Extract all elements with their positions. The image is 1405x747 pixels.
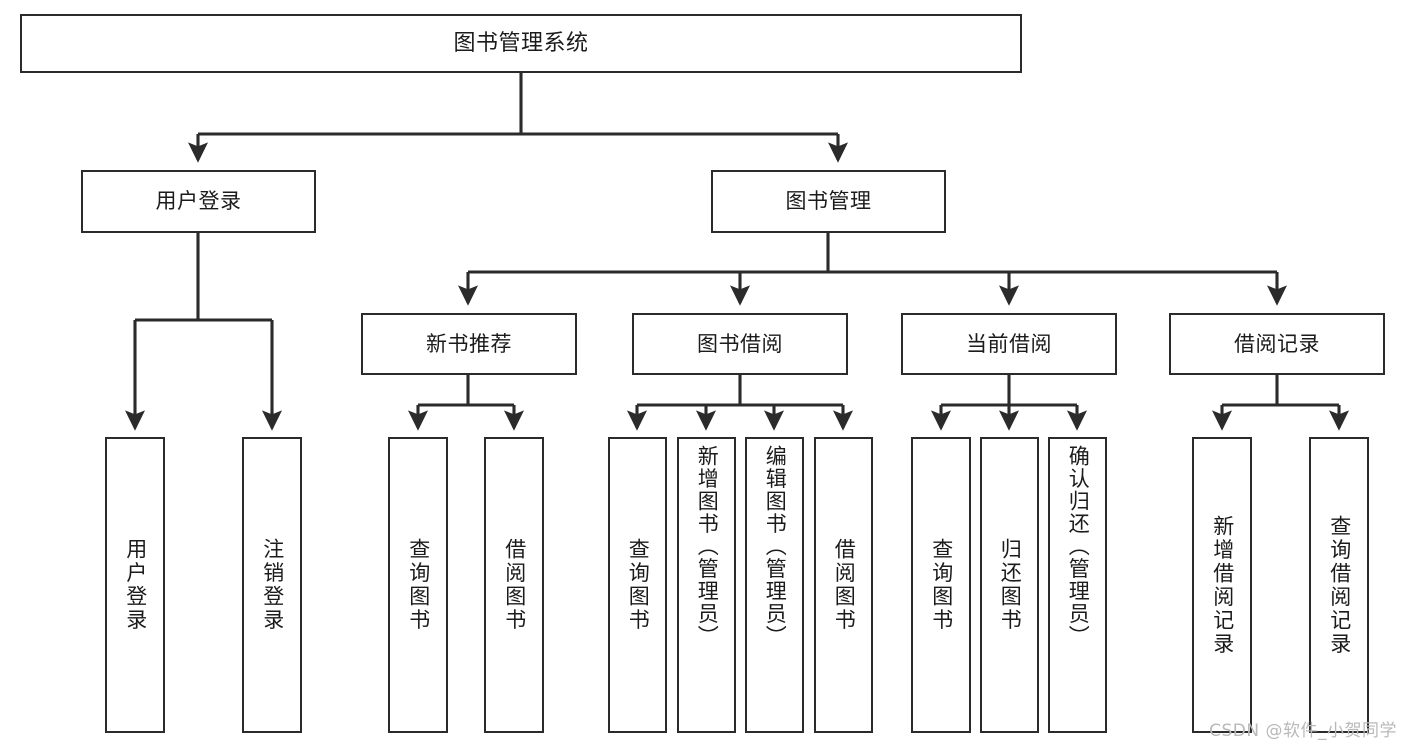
node-label: 图书借阅 — [697, 331, 783, 356]
leaf-recommend-borrow-book[interactable]: 借阅图书 — [484, 437, 544, 733]
node-label: 查询图书 — [626, 538, 651, 632]
csdn-watermark: CSDN @软件_小贺同学 — [1209, 721, 1397, 741]
node-label: 编辑图书（管理员） — [763, 445, 788, 648]
node-label: 确认归还（管理员） — [1066, 445, 1091, 648]
node-label: 注销登录 — [260, 538, 285, 632]
node-label: 新增图书（管理员） — [695, 445, 720, 648]
leaf-user-login-signout[interactable]: 注销登录 — [242, 437, 302, 733]
node-label: 归还图书 — [998, 538, 1023, 632]
node-label: 用户登录 — [155, 189, 242, 214]
node-label: 当前借阅 — [966, 331, 1052, 356]
leaf-current-query-book[interactable]: 查询图书 — [911, 437, 971, 733]
leaf-current-confirm-return-admin[interactable]: 确认归还（管理员） — [1048, 437, 1107, 733]
node-label: 查询图书 — [929, 538, 954, 632]
node-label: 查询图书 — [406, 538, 431, 632]
leaf-borrow-edit-book-admin[interactable]: 编辑图书（管理员） — [745, 437, 804, 733]
node-book-management[interactable]: 图书管理 — [711, 170, 946, 233]
node-label: 查询借阅记录 — [1327, 514, 1352, 656]
leaf-borrow-query-book[interactable]: 查询图书 — [608, 437, 667, 733]
node-borrow-record[interactable]: 借阅记录 — [1169, 313, 1385, 375]
node-label: 借阅图书 — [502, 538, 527, 632]
node-label: 用户登录 — [123, 538, 148, 632]
node-new-book-recommend[interactable]: 新书推荐 — [361, 313, 577, 375]
node-label: 借阅记录 — [1234, 331, 1320, 356]
leaf-current-return-book[interactable]: 归还图书 — [980, 437, 1039, 733]
leaf-recommend-query-book[interactable]: 查询图书 — [388, 437, 448, 733]
node-label: 新增借阅记录 — [1210, 514, 1235, 656]
node-user-login[interactable]: 用户登录 — [81, 170, 316, 233]
leaf-record-add-record[interactable]: 新增借阅记录 — [1192, 437, 1252, 733]
leaf-user-login-signin[interactable]: 用户登录 — [105, 437, 165, 733]
leaf-borrow-borrow-book[interactable]: 借阅图书 — [814, 437, 873, 733]
node-label: 新书推荐 — [426, 331, 512, 356]
node-current-borrow[interactable]: 当前借阅 — [901, 313, 1117, 375]
node-root-system[interactable]: 图书管理系统 — [20, 14, 1022, 73]
node-label: 图书管理 — [785, 189, 872, 214]
node-label: 借阅图书 — [832, 538, 857, 632]
node-label: 图书管理系统 — [453, 30, 589, 56]
leaf-record-query-record[interactable]: 查询借阅记录 — [1309, 437, 1369, 733]
leaf-borrow-add-book-admin[interactable]: 新增图书（管理员） — [677, 437, 736, 733]
node-book-borrow[interactable]: 图书借阅 — [632, 313, 848, 375]
